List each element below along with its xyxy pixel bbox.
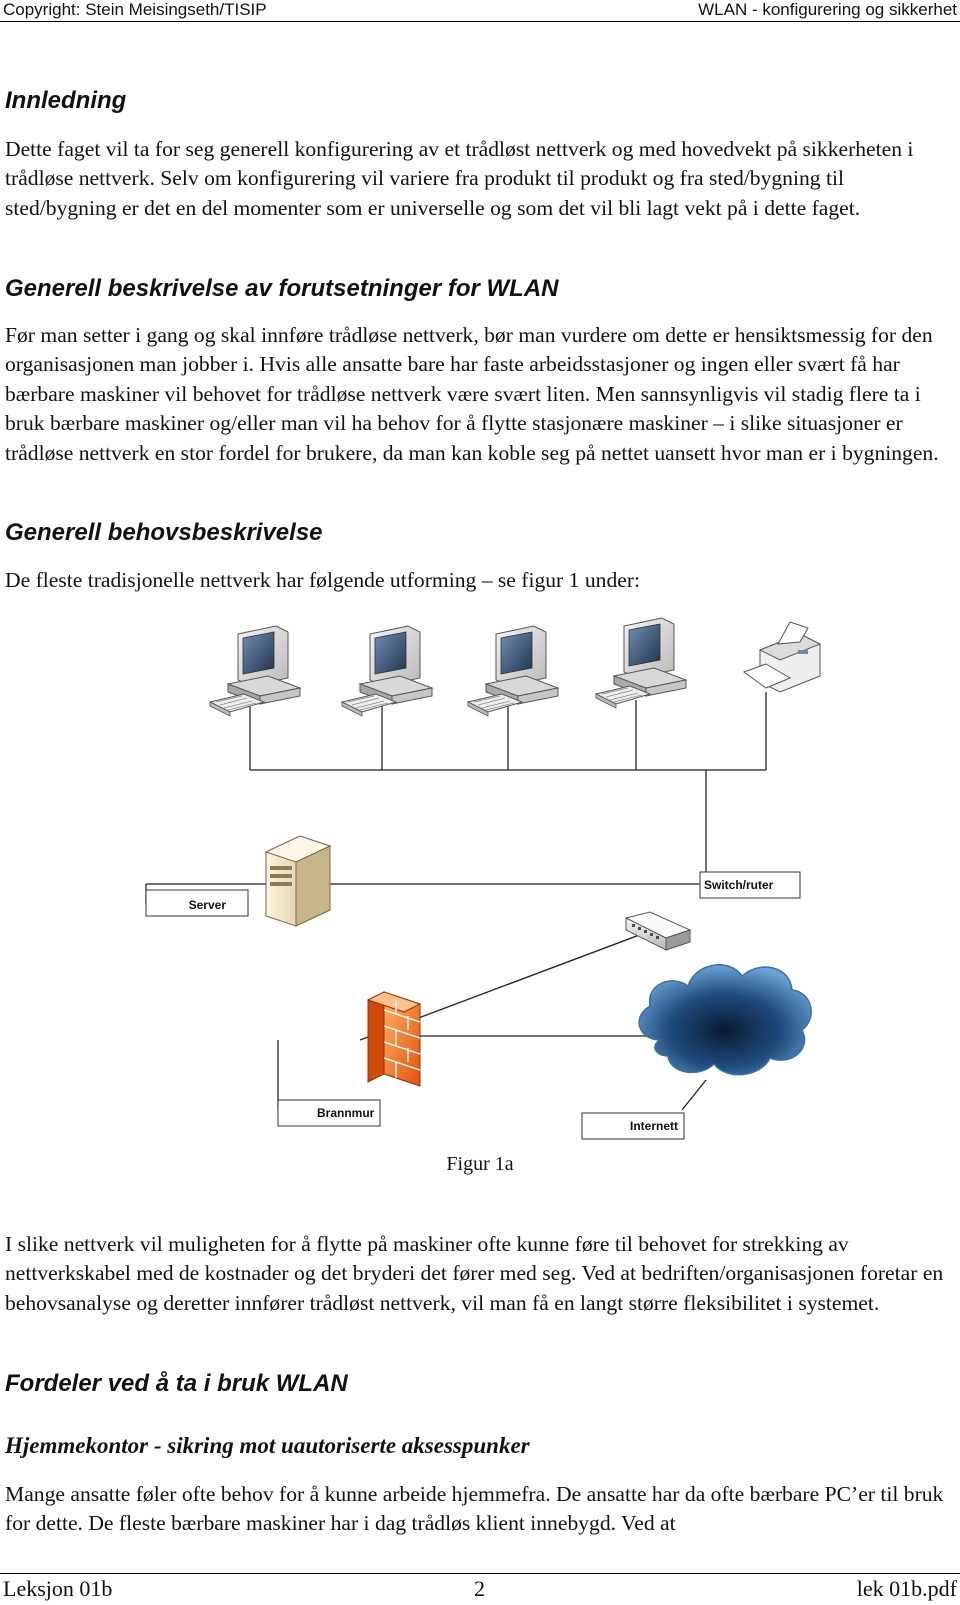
server-label-box: Server xyxy=(145,889,249,917)
switch-router-label: Switch/ruter xyxy=(704,878,774,892)
paragraph-innledning: Dette faget vil ta for seg generell konf… xyxy=(5,137,914,220)
server-icon xyxy=(264,835,332,927)
heading-innledning: Innledning xyxy=(5,87,127,114)
footer-page-number: 2 xyxy=(474,1576,485,1601)
firewall-icon xyxy=(366,991,422,1087)
workstation-icon xyxy=(341,625,433,717)
server-label: Server xyxy=(189,898,227,912)
network-diagram: Server Switch/ruter Brannmur Internett xyxy=(145,617,822,1140)
workstation-icon xyxy=(209,625,301,717)
workstation-icon xyxy=(467,625,559,717)
heading-fordeler: Fordeler ved å ta i bruk WLAN xyxy=(5,1370,348,1397)
footer-rule xyxy=(0,1573,960,1574)
header-rule xyxy=(0,21,960,22)
internet-label: Internett xyxy=(630,1119,678,1133)
header-copyright: Copyright: Stein Meisingseth/TISIP xyxy=(3,0,267,19)
internet-label-box: Internett xyxy=(581,1112,685,1140)
heading-behovsbeskrivelse: Generell behovsbeskrivelse xyxy=(5,519,323,546)
switch-label-box: Switch/ruter xyxy=(699,871,801,899)
printer-icon xyxy=(742,621,822,693)
firewall-label-box: Brannmur xyxy=(277,1099,381,1127)
paragraph-hjemmekontor: Mange ansatte føler ofte behov for å kun… xyxy=(5,1482,944,1536)
footer-filename: lek 01b.pdf xyxy=(856,1576,957,1601)
switch-router-icon xyxy=(624,911,692,951)
footer-lesson: Leksjon 01b xyxy=(3,1576,113,1601)
header-document-title: WLAN - konfigurering og sikkerhet xyxy=(698,0,957,19)
subheading-hjemmekontor: Hjemmekontor - sikring mot uautoriserte … xyxy=(5,1433,530,1458)
firewall-label: Brannmur xyxy=(317,1106,375,1120)
figure-caption: Figur 1a xyxy=(446,1153,514,1175)
paragraph-behovsbeskrivelse: De fleste tradisjonelle nettverk har føl… xyxy=(5,568,641,592)
paragraph-after-figure: I slike nettverk vil muligheten for å fl… xyxy=(5,1232,944,1315)
heading-forutsetninger: Generell beskrivelse av forutsetninger f… xyxy=(5,275,559,302)
internet-cloud-icon xyxy=(638,964,812,1076)
workstation-icon xyxy=(595,617,687,709)
paragraph-forutsetninger: Før man setter i gang og skal innføre tr… xyxy=(5,323,939,465)
